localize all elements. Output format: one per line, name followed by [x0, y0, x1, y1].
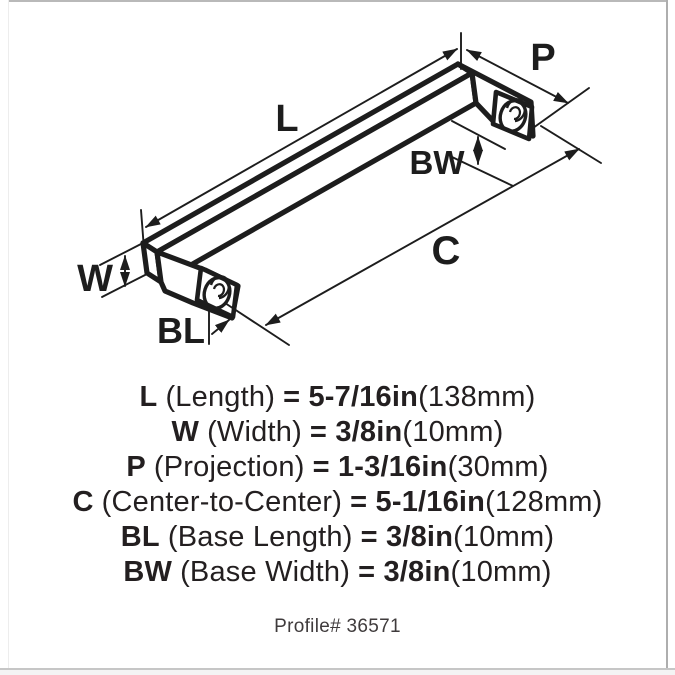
spec-abbr: P	[126, 451, 146, 483]
spec-value: = 5-1/16in	[350, 486, 486, 518]
label-base-width: BW	[410, 144, 466, 181]
spec-metric: (10mm)	[402, 416, 504, 448]
frame-bottom-divider	[0, 668, 675, 670]
spec-line-length: L (Length) = 5-7/16in (138mm)	[0, 380, 675, 415]
label-center-to-center: C	[432, 229, 461, 273]
c-ext-upper	[540, 125, 602, 164]
dimension-labels: L P BW W C BL	[77, 37, 556, 351]
spec-name: (Base Width)	[180, 556, 351, 588]
l-dim-line	[145, 48, 458, 228]
frame-right-border	[666, 0, 668, 669]
bw-ext-upper	[451, 120, 506, 150]
spec-value: = 5-7/16in	[283, 381, 419, 413]
spec-abbr: BL	[120, 521, 160, 553]
l-tick-left	[140, 209, 145, 250]
spec-value: = 3/8in	[358, 556, 451, 588]
spec-name: (Length)	[165, 381, 276, 413]
spec-abbr: C	[72, 486, 94, 518]
spec-value: = 3/8in	[360, 521, 454, 553]
label-length: L	[275, 98, 298, 140]
spec-metric: (30mm)	[447, 451, 549, 483]
c-dim-line	[265, 148, 580, 326]
c-ext-lower	[224, 302, 290, 346]
spec-name: (Width)	[207, 416, 302, 448]
spec-line-base-length: BL (Base Length) = 3/8in (10mm)	[0, 520, 675, 555]
spec-line-base-width: BW (Base Width) = 3/8in (10mm)	[0, 555, 675, 590]
p-dim-line	[466, 49, 569, 104]
spec-abbr: BW	[123, 556, 173, 588]
spec-abbr: W	[171, 416, 200, 448]
spec-name: (Center-to-Center)	[101, 486, 343, 518]
label-width: W	[77, 258, 113, 300]
left-screw-hole	[202, 275, 232, 310]
label-base-length: BL	[157, 310, 205, 351]
spec-line-width: W (Width) = 3/8in (10mm)	[0, 415, 675, 450]
frame-bottom-strip	[0, 670, 675, 675]
profile-number: Profile# 36571	[274, 616, 401, 637]
spec-name: (Projection)	[153, 451, 305, 483]
bl-arrow	[211, 319, 230, 335]
frame-left-border	[8, 0, 9, 668]
spec-metric: (10mm)	[450, 556, 552, 588]
label-projection: P	[530, 37, 555, 79]
spec-metric: (10mm)	[453, 521, 555, 553]
spec-line-center-to-center: C (Center-to-Center) = 5-1/16in (128mm)	[0, 485, 675, 520]
spec-metric: (138mm)	[418, 381, 536, 413]
spec-value: = 1-3/16in	[312, 451, 448, 483]
p-extension	[532, 87, 590, 129]
bar-pull-drawing	[140, 61, 536, 321]
spec-list: L (Length) = 5-7/16in (138mm) W (Width) …	[0, 380, 675, 590]
spec-metric: (128mm)	[485, 486, 603, 518]
spec-value: = 3/8in	[309, 416, 403, 448]
spec-name: (Base Length)	[167, 521, 353, 553]
w-ext-upper	[99, 243, 142, 266]
dimension-lines	[99, 32, 602, 346]
frame-top-border	[8, 0, 668, 2]
spec-line-projection: P (Projection) = 1-3/16in (30mm)	[0, 450, 675, 485]
spec-abbr: L	[139, 381, 158, 413]
